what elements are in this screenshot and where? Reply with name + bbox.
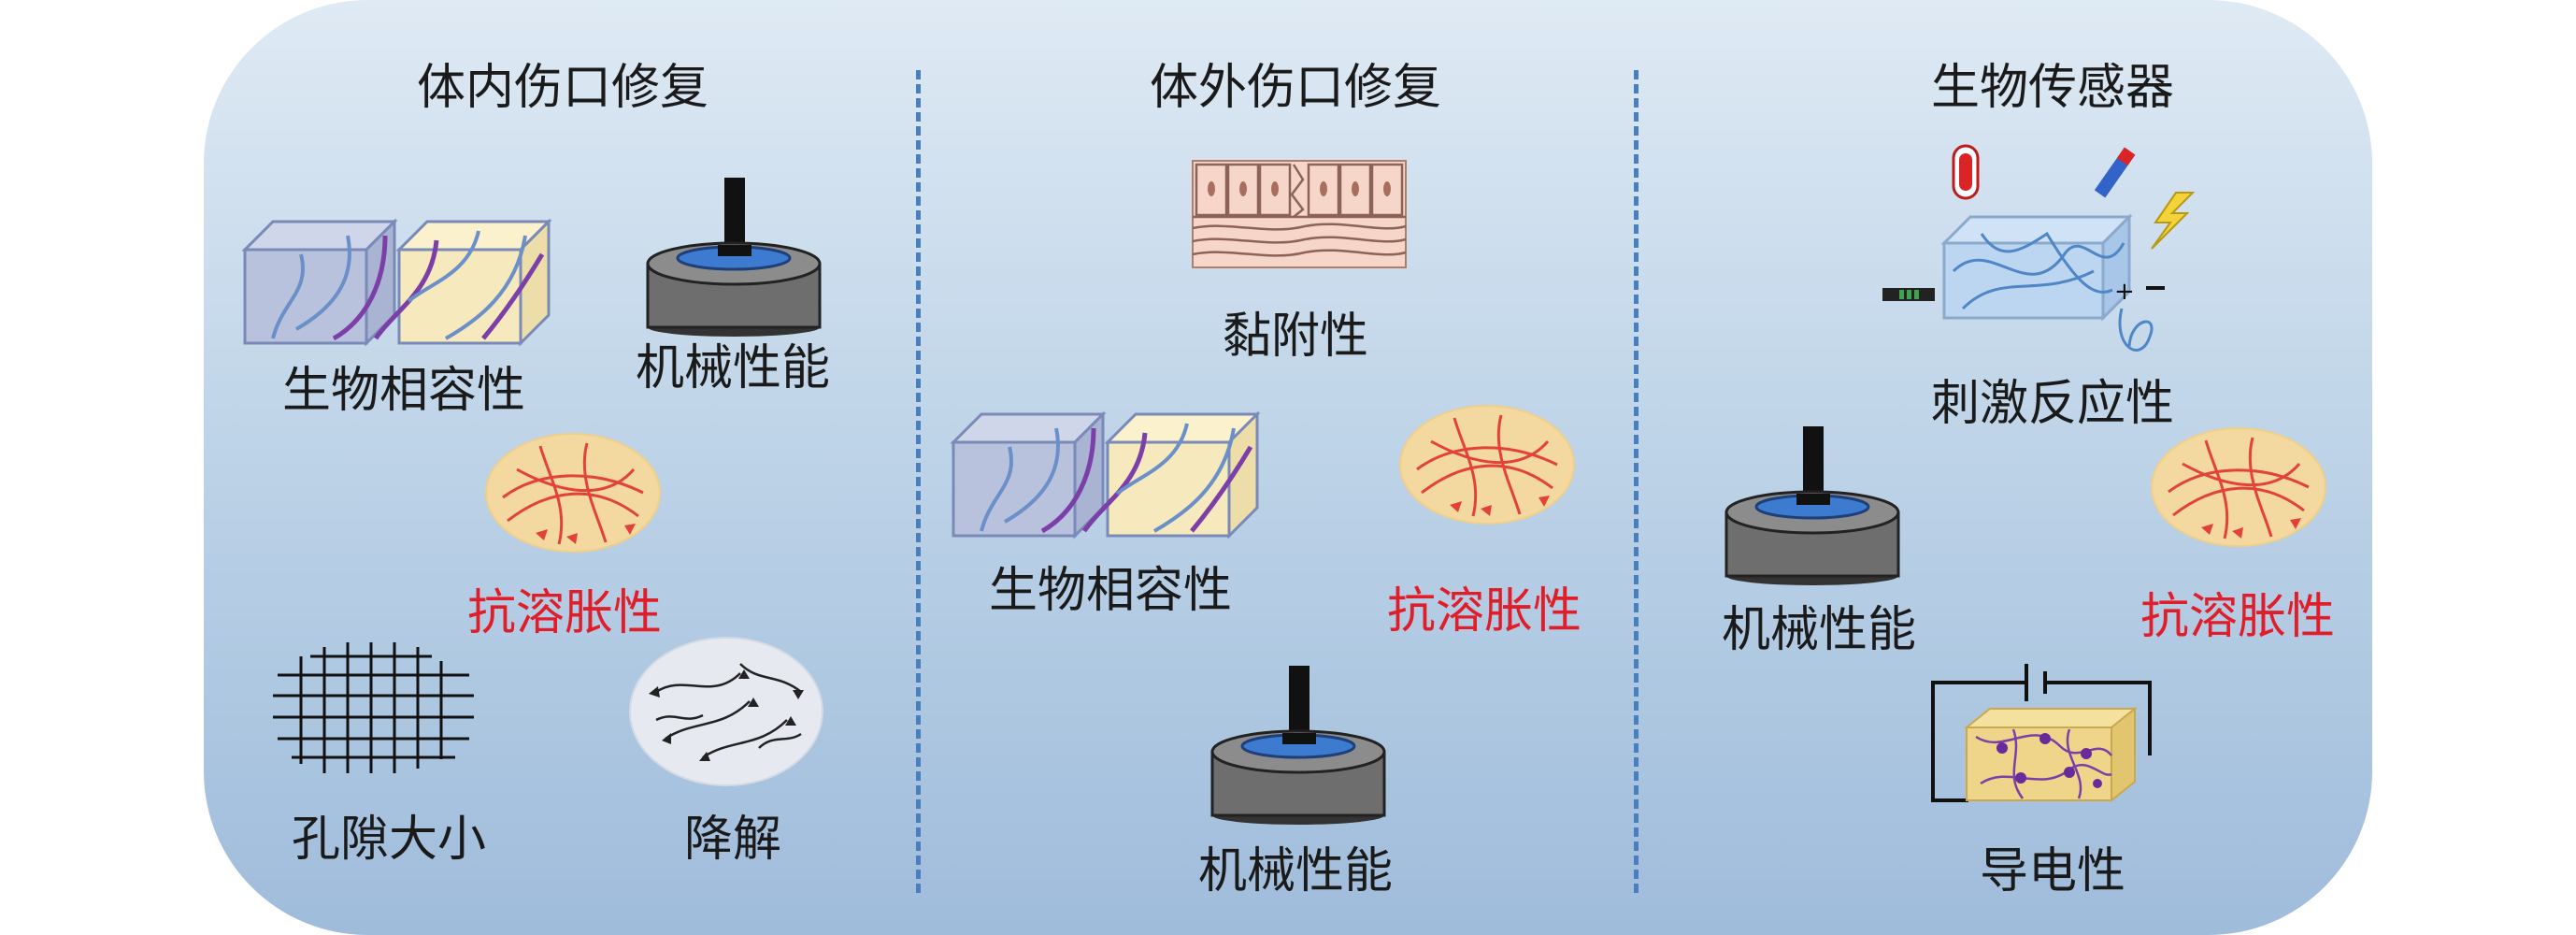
divider-right [1634,70,1639,893]
property-conductivity: 导电性 [1979,843,2126,899]
property-mechanical-in-vitro: 机械性能 [1197,843,1394,899]
porous-mesh-icon [273,642,474,773]
section-title-biosensor: 生物传感器 [1930,60,2175,116]
stimuli-responsive-gel-icon: + [1882,144,2196,352]
property-stimuli-responsive: 刺激反应性 [1930,376,2175,432]
section-title-in-vitro: 体外伤口修复 [1149,60,1442,116]
gel-cube-pair-icon [950,410,1261,539]
property-anti-swelling-biosensor: 抗溶胀性 [2140,589,2336,645]
property-biocompatibility-in-vitro: 生物相容性 [988,563,1233,619]
property-anti-swelling-in-vivo: 抗溶胀性 [466,585,663,641]
gel-cube-pair-icon [241,218,552,347]
property-pore-size: 孔隙大小 [291,812,487,868]
swelling-disc-icon [1399,405,1575,525]
section-title-in-vivo: 体内伤口修复 [416,60,709,116]
degradation-disc-icon [629,637,823,786]
svg-text:+: + [2114,278,2135,306]
compression-test-icon [1724,426,1900,585]
property-anti-swelling-in-vitro: 抗溶胀性 [1386,583,1582,640]
divider-left [916,70,921,893]
compression-test-icon [1210,666,1386,825]
property-mechanical-biosensor: 机械性能 [1721,602,1917,658]
property-biocompatibility-in-vivo: 生物相容性 [281,363,526,419]
swelling-disc-icon [2151,427,2326,547]
conductive-circuit-icon [1931,664,2152,803]
swelling-disc-icon [485,433,661,553]
compression-test-icon [646,178,822,337]
property-adhesion: 黏附性 [1222,309,1369,365]
property-mechanical-in-vivo: 机械性能 [635,340,831,396]
tissue-adhesion-icon [1192,160,1407,268]
property-degradation: 降解 [683,812,782,868]
